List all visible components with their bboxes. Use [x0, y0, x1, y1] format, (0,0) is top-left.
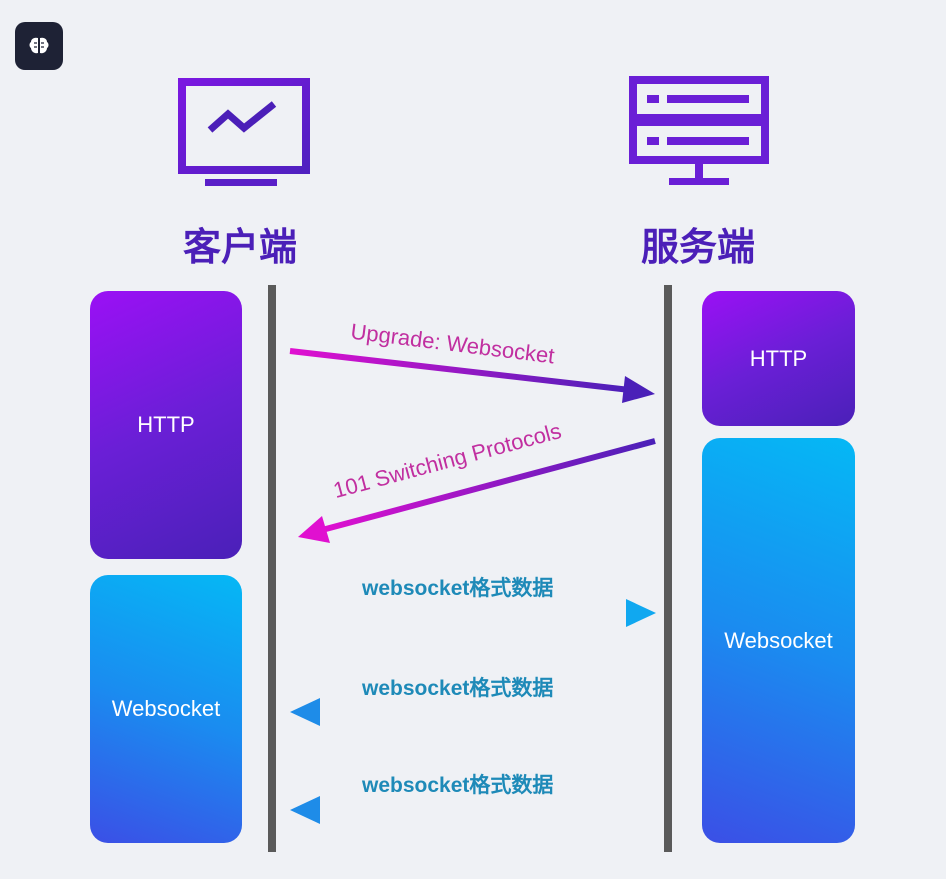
data-arrow-right [290, 599, 656, 627]
brain-button[interactable] [15, 22, 63, 70]
data-label-1: websocket格式数据 [362, 577, 554, 600]
data-arrow-left-1 [290, 698, 656, 726]
server-http-block: HTTP [702, 291, 855, 426]
client-http-block: HTTP [90, 291, 242, 559]
data-label-2: websocket格式数据 [362, 677, 554, 700]
switching-arrow [298, 438, 656, 543]
client-title: 客户端 [182, 225, 297, 269]
client-lifeline [268, 285, 276, 852]
server-title: 服务端 [640, 225, 755, 269]
server-lifeline [664, 285, 672, 852]
server-icon [629, 76, 769, 185]
data-arrow-left-2 [290, 796, 656, 824]
brain-icon [29, 37, 49, 54]
upgrade-arrow [289, 348, 655, 403]
client-websocket-block: Websocket [90, 575, 242, 843]
data-label-3: websocket格式数据 [362, 774, 554, 797]
server-websocket-block: Websocket [702, 438, 855, 843]
monitor-chart-icon [178, 78, 310, 186]
